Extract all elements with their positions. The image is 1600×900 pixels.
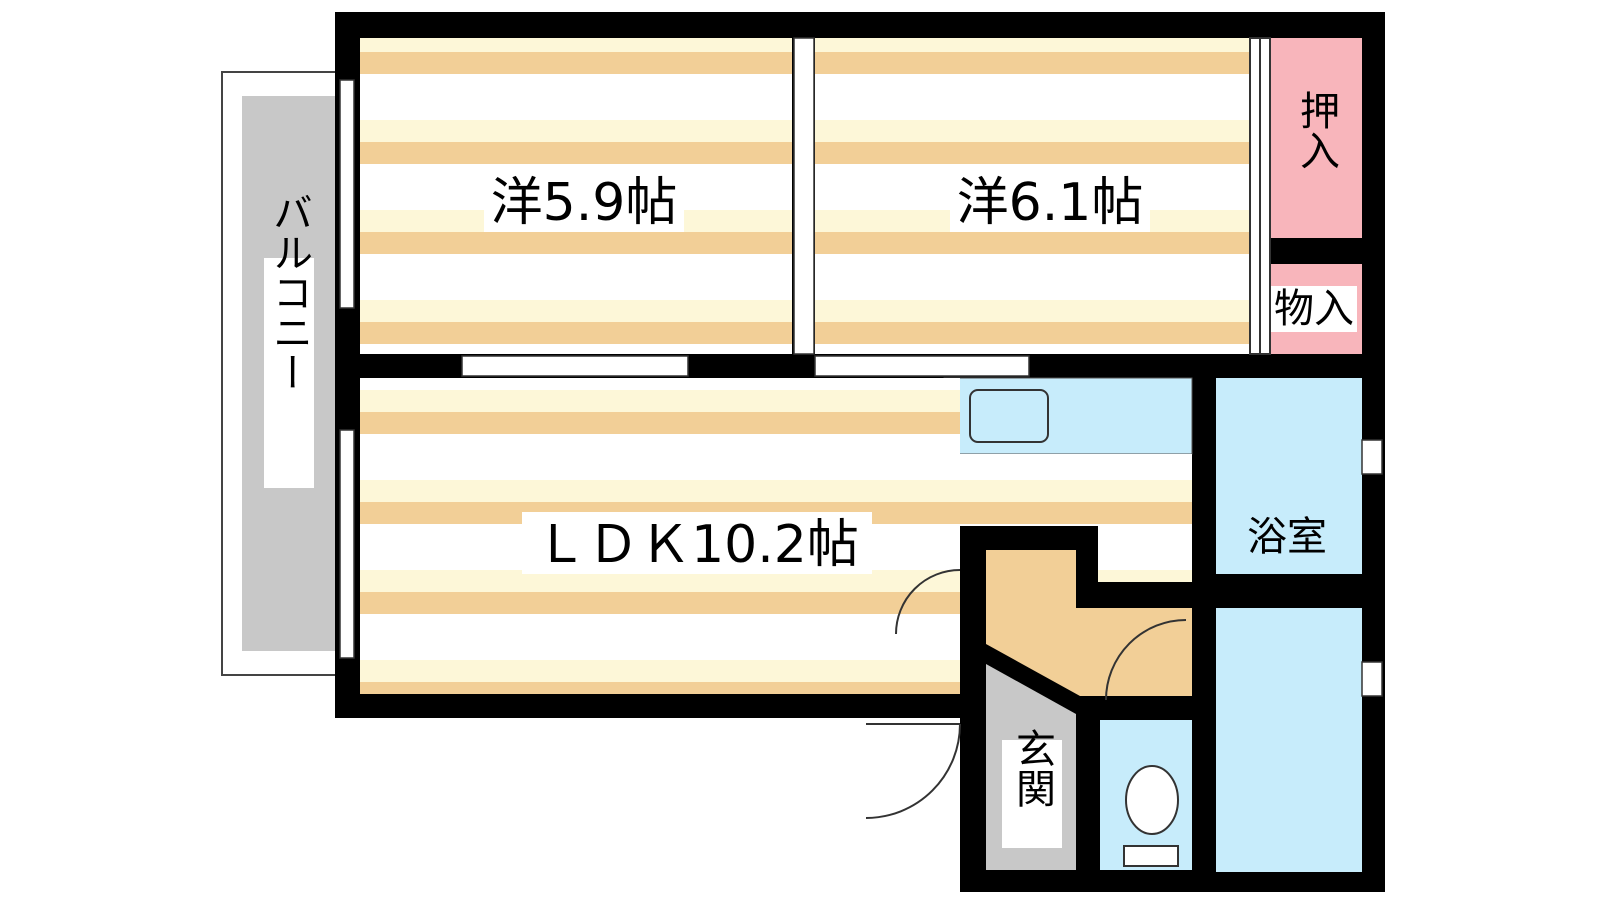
window-right-bath bbox=[1361, 439, 1383, 475]
western-room-1-label: 洋5.9帖 bbox=[491, 173, 678, 233]
storage-label-bg bbox=[1271, 286, 1357, 332]
window-right-wash bbox=[1361, 661, 1383, 697]
hall-door-swing bbox=[895, 569, 961, 635]
kitchen-sink bbox=[969, 389, 1049, 443]
closet-label: 押入 bbox=[1293, 90, 1339, 170]
toilet-door-swing bbox=[1105, 619, 1187, 701]
entrance-label: 玄関 bbox=[1009, 728, 1055, 808]
sliding-door-room2 bbox=[814, 355, 1030, 377]
ldk-label-bg bbox=[522, 512, 872, 574]
ldk-floor-cut-2 bbox=[960, 454, 1192, 526]
sliding-door-room1 bbox=[461, 355, 689, 377]
window-left-bottom bbox=[339, 429, 355, 659]
bathroom-label: 浴室 bbox=[1247, 514, 1327, 560]
western-room-2-label: 洋6.1帖 bbox=[957, 173, 1144, 233]
washroom-floor-2 bbox=[1216, 608, 1362, 872]
ldk-floor-cut-3 bbox=[1098, 526, 1192, 582]
entrance-label-bg bbox=[1002, 740, 1062, 848]
bathroom-floor-2 bbox=[1216, 378, 1362, 574]
hall-floor bbox=[986, 550, 1192, 696]
room2-label-bg bbox=[950, 170, 1150, 232]
balcony-label: バルコニー bbox=[266, 192, 312, 392]
partition-door bbox=[793, 37, 815, 355]
ldk-label: ＬＤＫ10.2帖 bbox=[535, 515, 859, 575]
room1-label-bg bbox=[484, 170, 684, 232]
toilet-tank bbox=[1123, 845, 1179, 867]
entrance-door-swing bbox=[865, 723, 961, 819]
closet bbox=[1270, 38, 1362, 238]
storage-label: 物入 bbox=[1274, 286, 1354, 332]
balcony-label-bg bbox=[264, 258, 314, 488]
toilet-bowl bbox=[1125, 765, 1179, 835]
window-left-top bbox=[339, 79, 355, 309]
